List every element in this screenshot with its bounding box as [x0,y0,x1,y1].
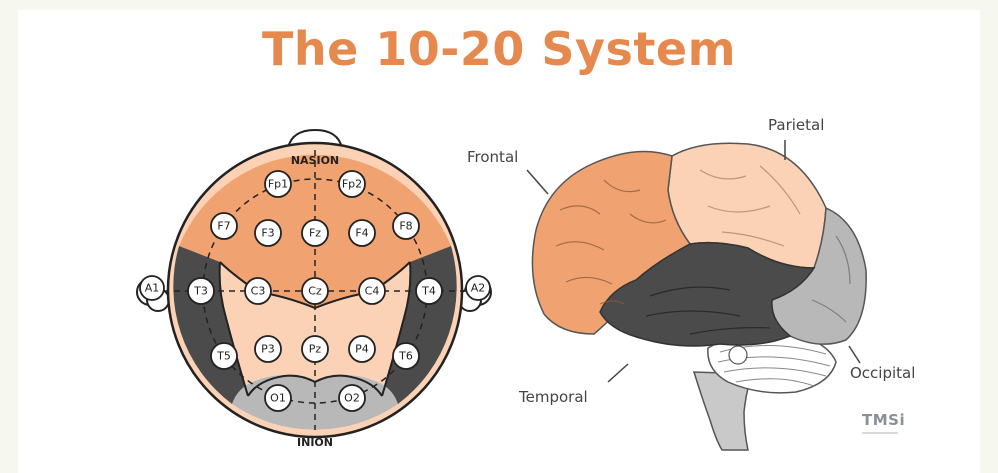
svg-text:F7: F7 [217,220,230,233]
svg-text:F4: F4 [355,227,368,240]
svg-text:T4: T4 [421,285,436,298]
tmsi-logo: TMSi [862,411,905,429]
electrode-fz: Fz [302,220,328,246]
svg-text:C3: C3 [251,285,266,298]
svg-text:C4: C4 [365,285,380,298]
svg-text:Cz: Cz [308,285,322,298]
electrode-fp1: Fp1 [265,171,291,197]
occipital-label: Occipital [850,364,915,382]
electrode-o2: O2 [339,385,365,411]
electrode-f3: F3 [255,220,281,246]
electrode-a2: A2 [466,276,490,300]
electrode-p3: P3 [255,336,281,362]
electrode-f8: F8 [393,213,419,239]
electrode-fp2: Fp2 [339,171,365,197]
svg-text:F8: F8 [399,220,412,233]
svg-text:Pz: Pz [309,343,322,356]
electrode-pz: Pz [302,336,328,362]
electrode-c3: C3 [245,278,271,304]
electrode-t4: T4 [416,278,442,304]
electrode-cz: Cz [302,278,328,304]
temporal-label: Temporal [518,388,588,406]
brain-side-view: Frontal Parietal Temporal Occipital [467,116,915,450]
frontal-callout [527,170,548,194]
temporal-callout [608,364,628,382]
nasion-label: NASION [291,154,339,167]
electrode-o1: O1 [265,385,291,411]
svg-text:Fp2: Fp2 [342,178,362,191]
svg-text:T5: T5 [216,350,231,363]
electrode-t5: T5 [211,343,237,369]
parietal-label: Parietal [768,116,824,134]
svg-text:T3: T3 [193,285,208,298]
occipital-callout [849,346,860,363]
electrode-a1: A1 [140,276,164,300]
svg-text:T6: T6 [398,350,413,363]
svg-text:A2: A2 [471,282,486,295]
svg-text:O2: O2 [344,392,360,405]
electrode-c4: C4 [359,278,385,304]
electrode-f7: F7 [211,213,237,239]
electrode-t3: T3 [188,278,214,304]
svg-text:Fz: Fz [309,227,321,240]
svg-text:O1: O1 [270,392,286,405]
svg-text:A1: A1 [145,282,160,295]
electrode-t6: T6 [393,343,419,369]
electrode-f4: F4 [349,220,375,246]
svg-text:Fp1: Fp1 [268,178,288,191]
svg-text:F3: F3 [261,227,274,240]
svg-text:P4: P4 [355,343,369,356]
frontal-label: Frontal [467,148,518,166]
inion-label: INION [297,436,333,449]
scalp-map: NASION INION Fp1 Fp2 F7 F3 Fz F4 F8 A1 T… [137,130,491,449]
svg-text:P3: P3 [261,343,275,356]
electrode-p4: P4 [349,336,375,362]
